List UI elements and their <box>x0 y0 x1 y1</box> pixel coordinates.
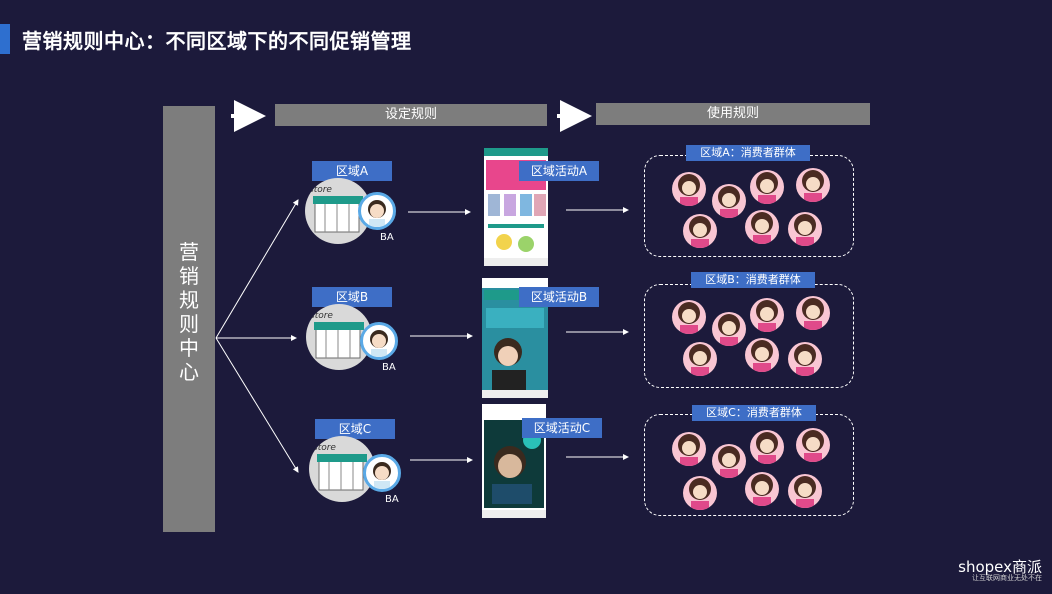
consumer-avatar-icon <box>796 168 830 202</box>
title-accent-bar <box>0 24 10 54</box>
consumer-avatar-icon <box>745 338 779 372</box>
ba-avatar-icon <box>363 454 401 492</box>
store-icon: store <box>305 178 371 244</box>
consumer-avatar-icon <box>683 476 717 510</box>
consumer-avatar-icon <box>683 214 717 248</box>
consumer-avatar-icon <box>750 430 784 464</box>
consumer-avatar-icon <box>750 298 784 332</box>
rule-center-bar <box>163 106 215 532</box>
ba-avatar-icon <box>358 192 396 230</box>
region-label-a: 区域A <box>312 161 392 181</box>
ba-label-a: BA <box>380 232 394 243</box>
consumer-avatar-icon <box>745 472 779 506</box>
consumer-avatar-icon <box>796 428 830 462</box>
svg-text:store: store <box>309 185 332 195</box>
consumer-avatar-icon <box>788 474 822 508</box>
consumer-group-label-c: 区域C：消费者群体 <box>692 405 816 421</box>
ba-label-c: BA <box>385 494 399 505</box>
consumer-avatar-icon <box>745 210 779 244</box>
ba-label-b: BA <box>382 362 396 373</box>
consumer-avatar-icon <box>796 296 830 330</box>
shopex-tagline: 让互联网商业无处不在 <box>972 574 1042 582</box>
use-rules-header: 使用规则 <box>596 103 870 125</box>
svg-text:store: store <box>313 443 336 453</box>
consumer-avatar-icon <box>712 444 746 478</box>
region-label-b: 区域B <box>312 287 392 307</box>
consumer-avatar-icon <box>683 342 717 376</box>
consumer-avatar-icon <box>788 212 822 246</box>
consumer-avatar-icon <box>672 172 706 206</box>
rule-center-label: 营销规则中心 <box>179 240 199 384</box>
shopex-logo: shopex商派 <box>958 558 1042 576</box>
fan-arrow-a <box>215 199 299 339</box>
consumer-group-label-b: 区域B：消费者群体 <box>691 272 815 288</box>
ba-avatar-icon <box>360 322 398 360</box>
consumer-avatar-icon <box>712 312 746 346</box>
consumer-avatar-icon <box>672 432 706 466</box>
region-label-c: 区域C <box>315 419 395 439</box>
page-title: 营销规则中心：不同区域下的不同促销管理 <box>22 29 412 53</box>
consumer-avatar-icon <box>788 342 822 376</box>
activity-label-c: 区域活动C <box>522 418 602 438</box>
svg-text:store: store <box>310 311 333 321</box>
fan-arrow-c <box>215 337 299 473</box>
activity-label-b: 区域活动B <box>519 287 599 307</box>
consumer-avatar-icon <box>712 184 746 218</box>
set-rules-header: 设定规则 <box>275 104 547 126</box>
activity-label-a: 区域活动A <box>519 161 599 181</box>
consumer-avatar-icon <box>750 170 784 204</box>
consumer-group-label-a: 区域A：消费者群体 <box>686 145 810 161</box>
consumer-avatar-icon <box>672 300 706 334</box>
